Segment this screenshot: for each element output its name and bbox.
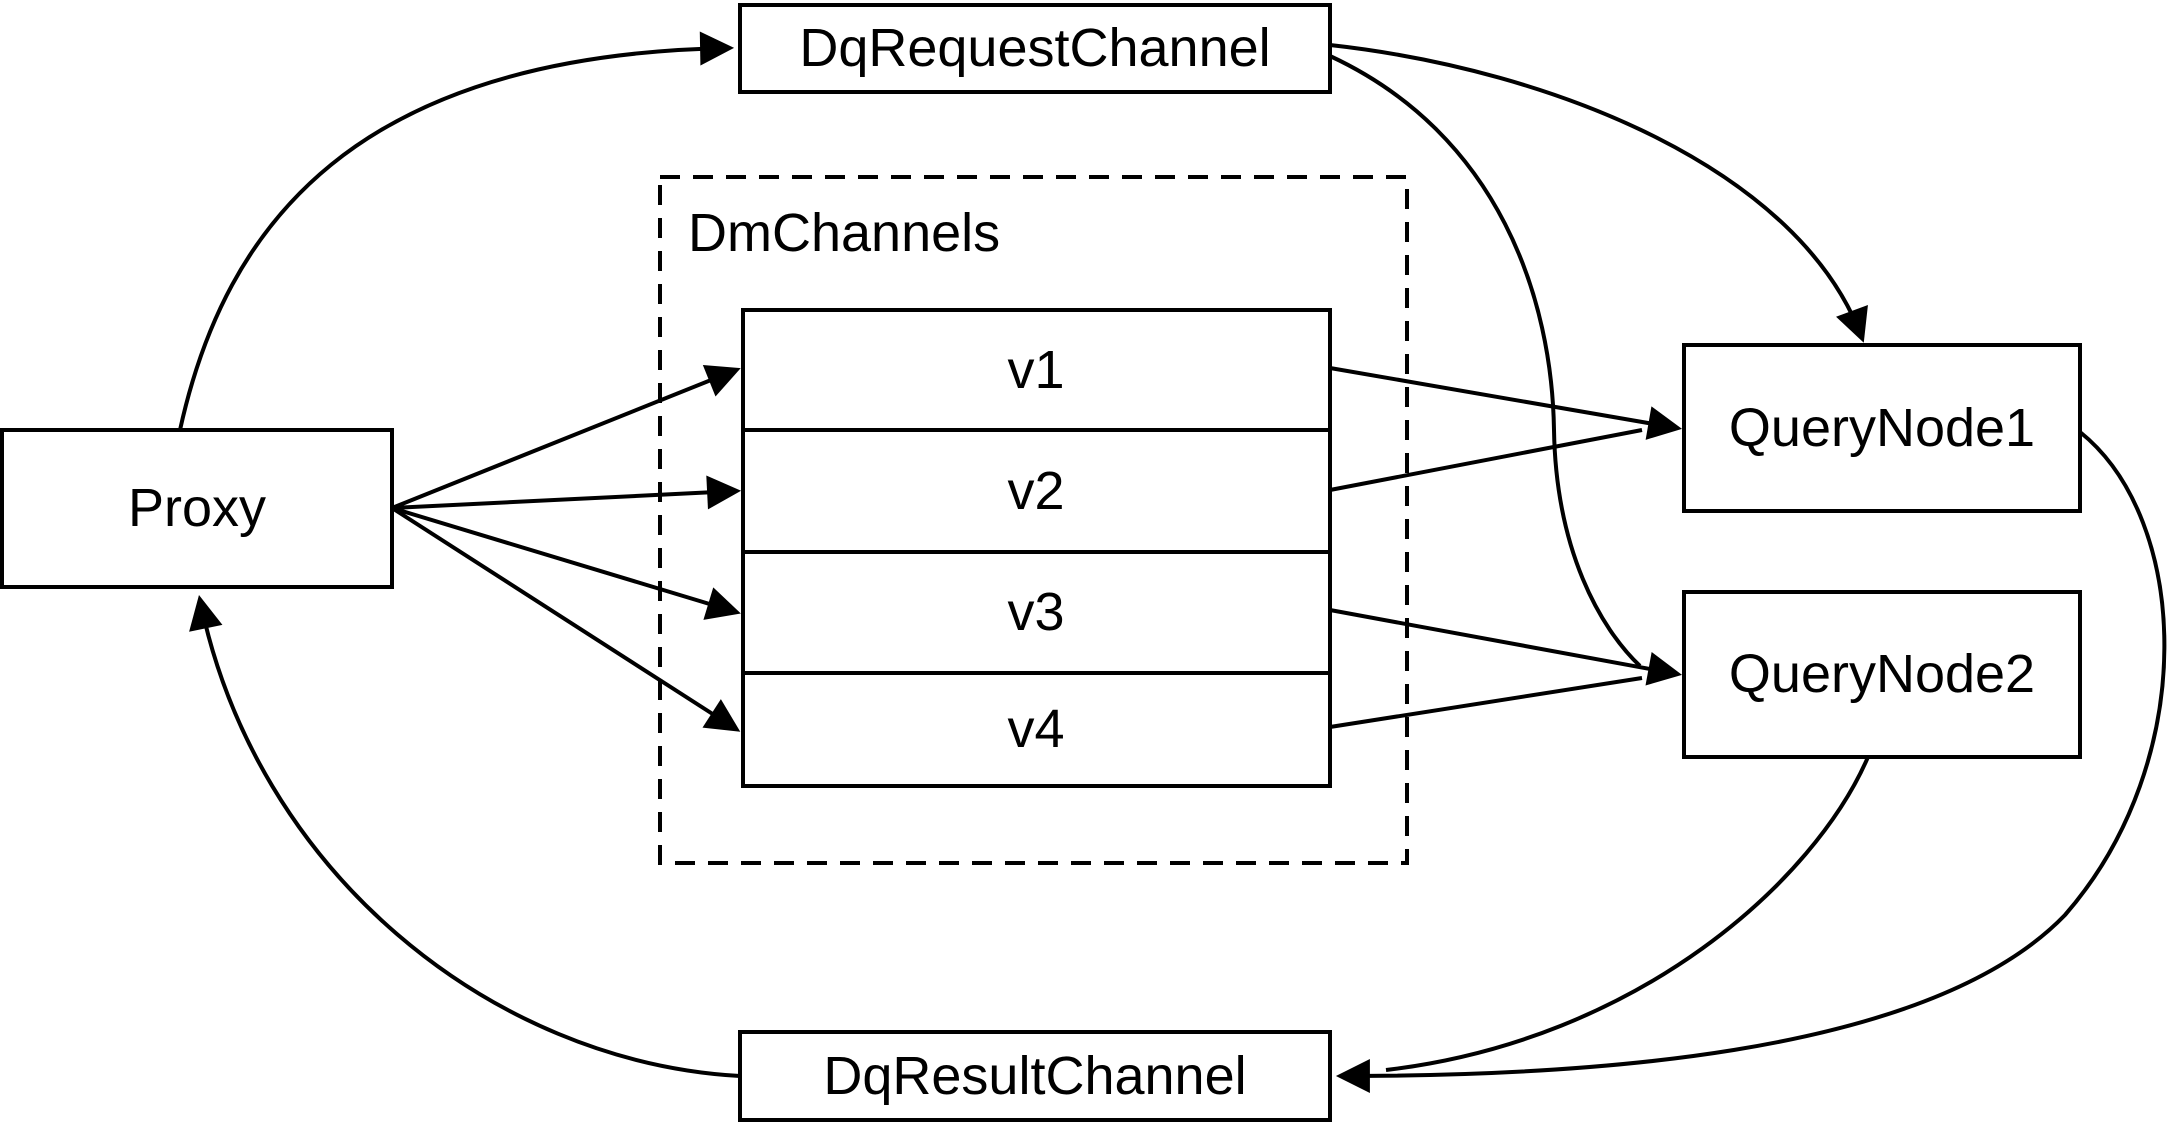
- edge-query-node2-to-dq-result-channel: [1385, 756, 1870, 1072]
- dm-channels-group: DmChannels: [658, 175, 1409, 865]
- proxy-box: [0, 428, 394, 589]
- query-node2-box: [1682, 590, 2082, 759]
- query-node2-label: QueryNode2: [1729, 644, 2035, 704]
- v2-box: [741, 428, 1332, 554]
- proxy-label: Proxy: [128, 478, 266, 538]
- query-node1-node: QueryNode1: [1682, 343, 2082, 513]
- v2-row: v2: [741, 428, 1332, 554]
- v3-label: v3: [1007, 582, 1064, 642]
- edge-v3-to-query-node2: [1329, 608, 1683, 686]
- dq-result-channel-node: DqResultChannel: [738, 1030, 1332, 1122]
- edge-query-node1-to-dq-result-channel: [1335, 430, 2167, 1093]
- edge-proxy-to-v2: [391, 475, 742, 510]
- edge-dq-result-channel-to-proxy: [189, 595, 741, 1078]
- dq-result-channel-label: DqResultChannel: [823, 1046, 1246, 1106]
- dq-request-channel-box: [738, 3, 1332, 94]
- v1-box: [741, 308, 1332, 432]
- edge-proxy-to-v3: [391, 506, 741, 620]
- v4-box: [741, 671, 1332, 788]
- dm-channels-label: DmChannels: [688, 203, 1000, 263]
- dq-request-channel-node: DqRequestChannel: [738, 3, 1332, 94]
- dq-request-channel-label: DqRequestChannel: [799, 18, 1270, 78]
- edge-proxy-to-dq-request-channel: [178, 31, 735, 431]
- v4-label: v4: [1007, 699, 1064, 759]
- v2-label: v2: [1007, 461, 1064, 521]
- edge-dq-request-channel-to-query-node2: [1329, 54, 1642, 668]
- query-node1-box: [1682, 343, 2082, 513]
- edge-v1-to-query-node1: [1329, 366, 1683, 440]
- edge-proxy-to-v1: [391, 364, 741, 510]
- query-node1-label: QueryNode1: [1729, 398, 2035, 458]
- edge-v4-to-query-node2: [1329, 676, 1643, 729]
- dm-channels-border: [658, 175, 1409, 865]
- dq-result-channel-box: [738, 1030, 1332, 1122]
- query-node2-node: QueryNode2: [1682, 590, 2082, 759]
- v1-label: v1: [1007, 340, 1064, 400]
- v4-row: v4: [741, 671, 1332, 788]
- edge-v2-to-query-node1: [1329, 428, 1643, 492]
- proxy-node: Proxy: [0, 428, 394, 589]
- v3-box: [741, 550, 1332, 675]
- v3-row: v3: [741, 550, 1332, 675]
- edge-dq-request-channel-to-query-node1: [1329, 43, 1868, 343]
- v1-row: v1: [741, 308, 1332, 432]
- edge-proxy-to-v4: [390, 506, 741, 732]
